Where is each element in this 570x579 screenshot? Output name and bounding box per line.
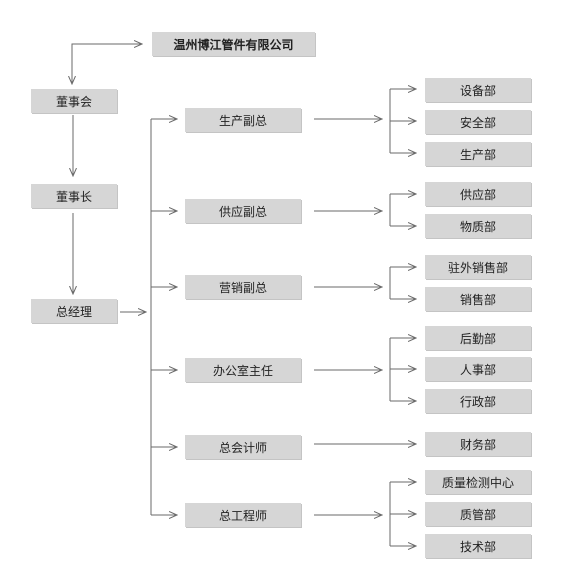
- executive-node: 营销副总: [185, 275, 301, 299]
- executive-node: 生产副总: [185, 108, 301, 132]
- department-node: 质量检测中心: [425, 470, 531, 494]
- executive-node: 总工程师: [185, 503, 301, 527]
- department-node: 财务部: [425, 432, 531, 456]
- department-node: 设备部: [425, 78, 531, 102]
- department-node: 质管部: [425, 502, 531, 526]
- department-node: 后勤部: [425, 326, 531, 350]
- department-node: 销售部: [425, 287, 531, 311]
- company-node: 温州博江管件有限公司: [152, 32, 315, 56]
- department-node: 生产部: [425, 142, 531, 166]
- board-node: 董事会: [31, 89, 117, 113]
- department-node: 人事部: [425, 357, 531, 381]
- department-node: 供应部: [425, 182, 531, 206]
- department-node: 驻外销售部: [425, 255, 531, 279]
- department-node: 安全部: [425, 110, 531, 134]
- executive-node: 办公室主任: [185, 358, 301, 382]
- chairman-node: 董事长: [31, 184, 117, 208]
- board-to-company-arrow: [71, 44, 142, 83]
- department-node: 技术部: [425, 534, 531, 558]
- executive-node: 总会计师: [185, 435, 301, 459]
- department-node: 物质部: [425, 214, 531, 238]
- department-node: 行政部: [425, 389, 531, 413]
- executive-node: 供应副总: [185, 199, 301, 223]
- general-manager-node: 总经理: [31, 299, 117, 323]
